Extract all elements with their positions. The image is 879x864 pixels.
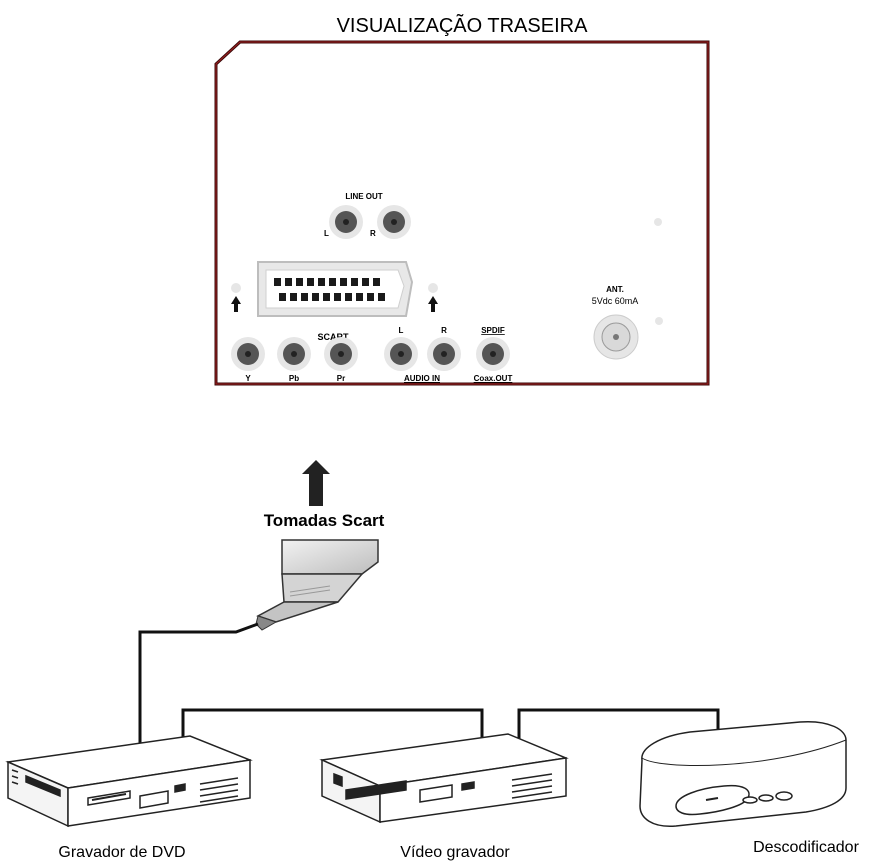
component-pr-label: Pr xyxy=(337,374,345,383)
connector-label: Tomadas Scart xyxy=(264,511,385,530)
dvd-recorder-device xyxy=(5,735,253,828)
audio-in-left-jack xyxy=(384,337,418,371)
device-name-decoder: Descodificador xyxy=(753,839,860,856)
video-recorder-device xyxy=(319,733,569,824)
panel-screw-right xyxy=(428,283,438,293)
device-name-video: Vídeo gravador xyxy=(400,844,510,861)
line-out-left-label: L xyxy=(324,229,329,238)
audio-in-right-label: R xyxy=(441,326,447,335)
antenna-label: ANT. xyxy=(606,285,624,294)
diagram-title: VISUALIZAÇÃO TRASEIRA xyxy=(337,13,588,37)
spdif-label: SPDIF xyxy=(481,326,505,335)
component-y-jack xyxy=(231,337,265,371)
audio-in-left-label: L xyxy=(399,326,404,335)
audio-in-right-jack xyxy=(427,337,461,371)
antenna-socket xyxy=(593,314,639,360)
spdif-coax-label: Coax.OUT xyxy=(474,374,513,383)
decoder-device xyxy=(639,721,847,827)
panel-screw-left xyxy=(231,283,241,293)
device-name-dvd: Gravador de DVD xyxy=(58,844,185,861)
component-pb-label: Pb xyxy=(289,374,299,383)
component-y-label: Y xyxy=(245,374,251,383)
line-out-right-label: R xyxy=(370,229,376,238)
up-arrow-icon xyxy=(231,296,241,312)
component-pr-jack xyxy=(324,337,358,371)
spdif-coax-jack xyxy=(476,337,510,371)
audio-in-label: AUDIO IN xyxy=(404,374,440,383)
component-pb-jack xyxy=(277,337,311,371)
panel-screw xyxy=(654,218,662,226)
line-out-right-jack xyxy=(377,205,411,239)
scart-label: SCART xyxy=(318,332,350,342)
antenna-spec: 5Vdc 60mA xyxy=(592,296,639,306)
scart-socket xyxy=(257,261,414,317)
scart-plug xyxy=(255,539,379,631)
line-out-left-jack xyxy=(329,205,363,239)
arrow-up-icon xyxy=(302,460,330,506)
cables xyxy=(138,622,720,748)
line-out-label: LINE OUT xyxy=(345,192,382,201)
up-arrow-icon xyxy=(428,296,438,312)
panel-screw xyxy=(655,317,663,325)
